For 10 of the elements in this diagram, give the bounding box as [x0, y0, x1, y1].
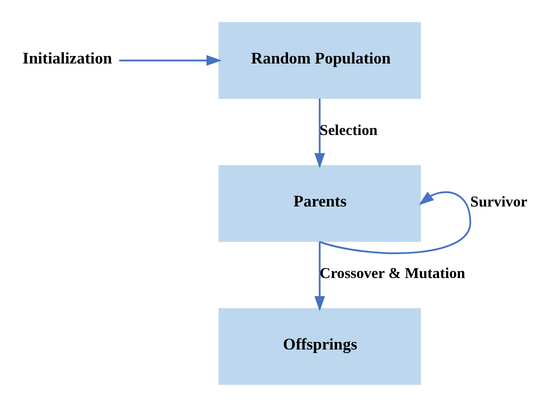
edge-label: Survivor — [470, 194, 528, 210]
node-box: Random Population — [218, 22, 421, 98]
node-box: Offsprings — [218, 308, 421, 384]
edge-label: Selection — [320, 122, 378, 138]
arrow — [319, 190, 472, 254]
node-text: Initialization — [22, 48, 112, 68]
arrow — [119, 54, 222, 66]
arrow — [314, 241, 325, 311]
node-box: Parents — [218, 164, 421, 242]
arrow — [314, 98, 325, 168]
